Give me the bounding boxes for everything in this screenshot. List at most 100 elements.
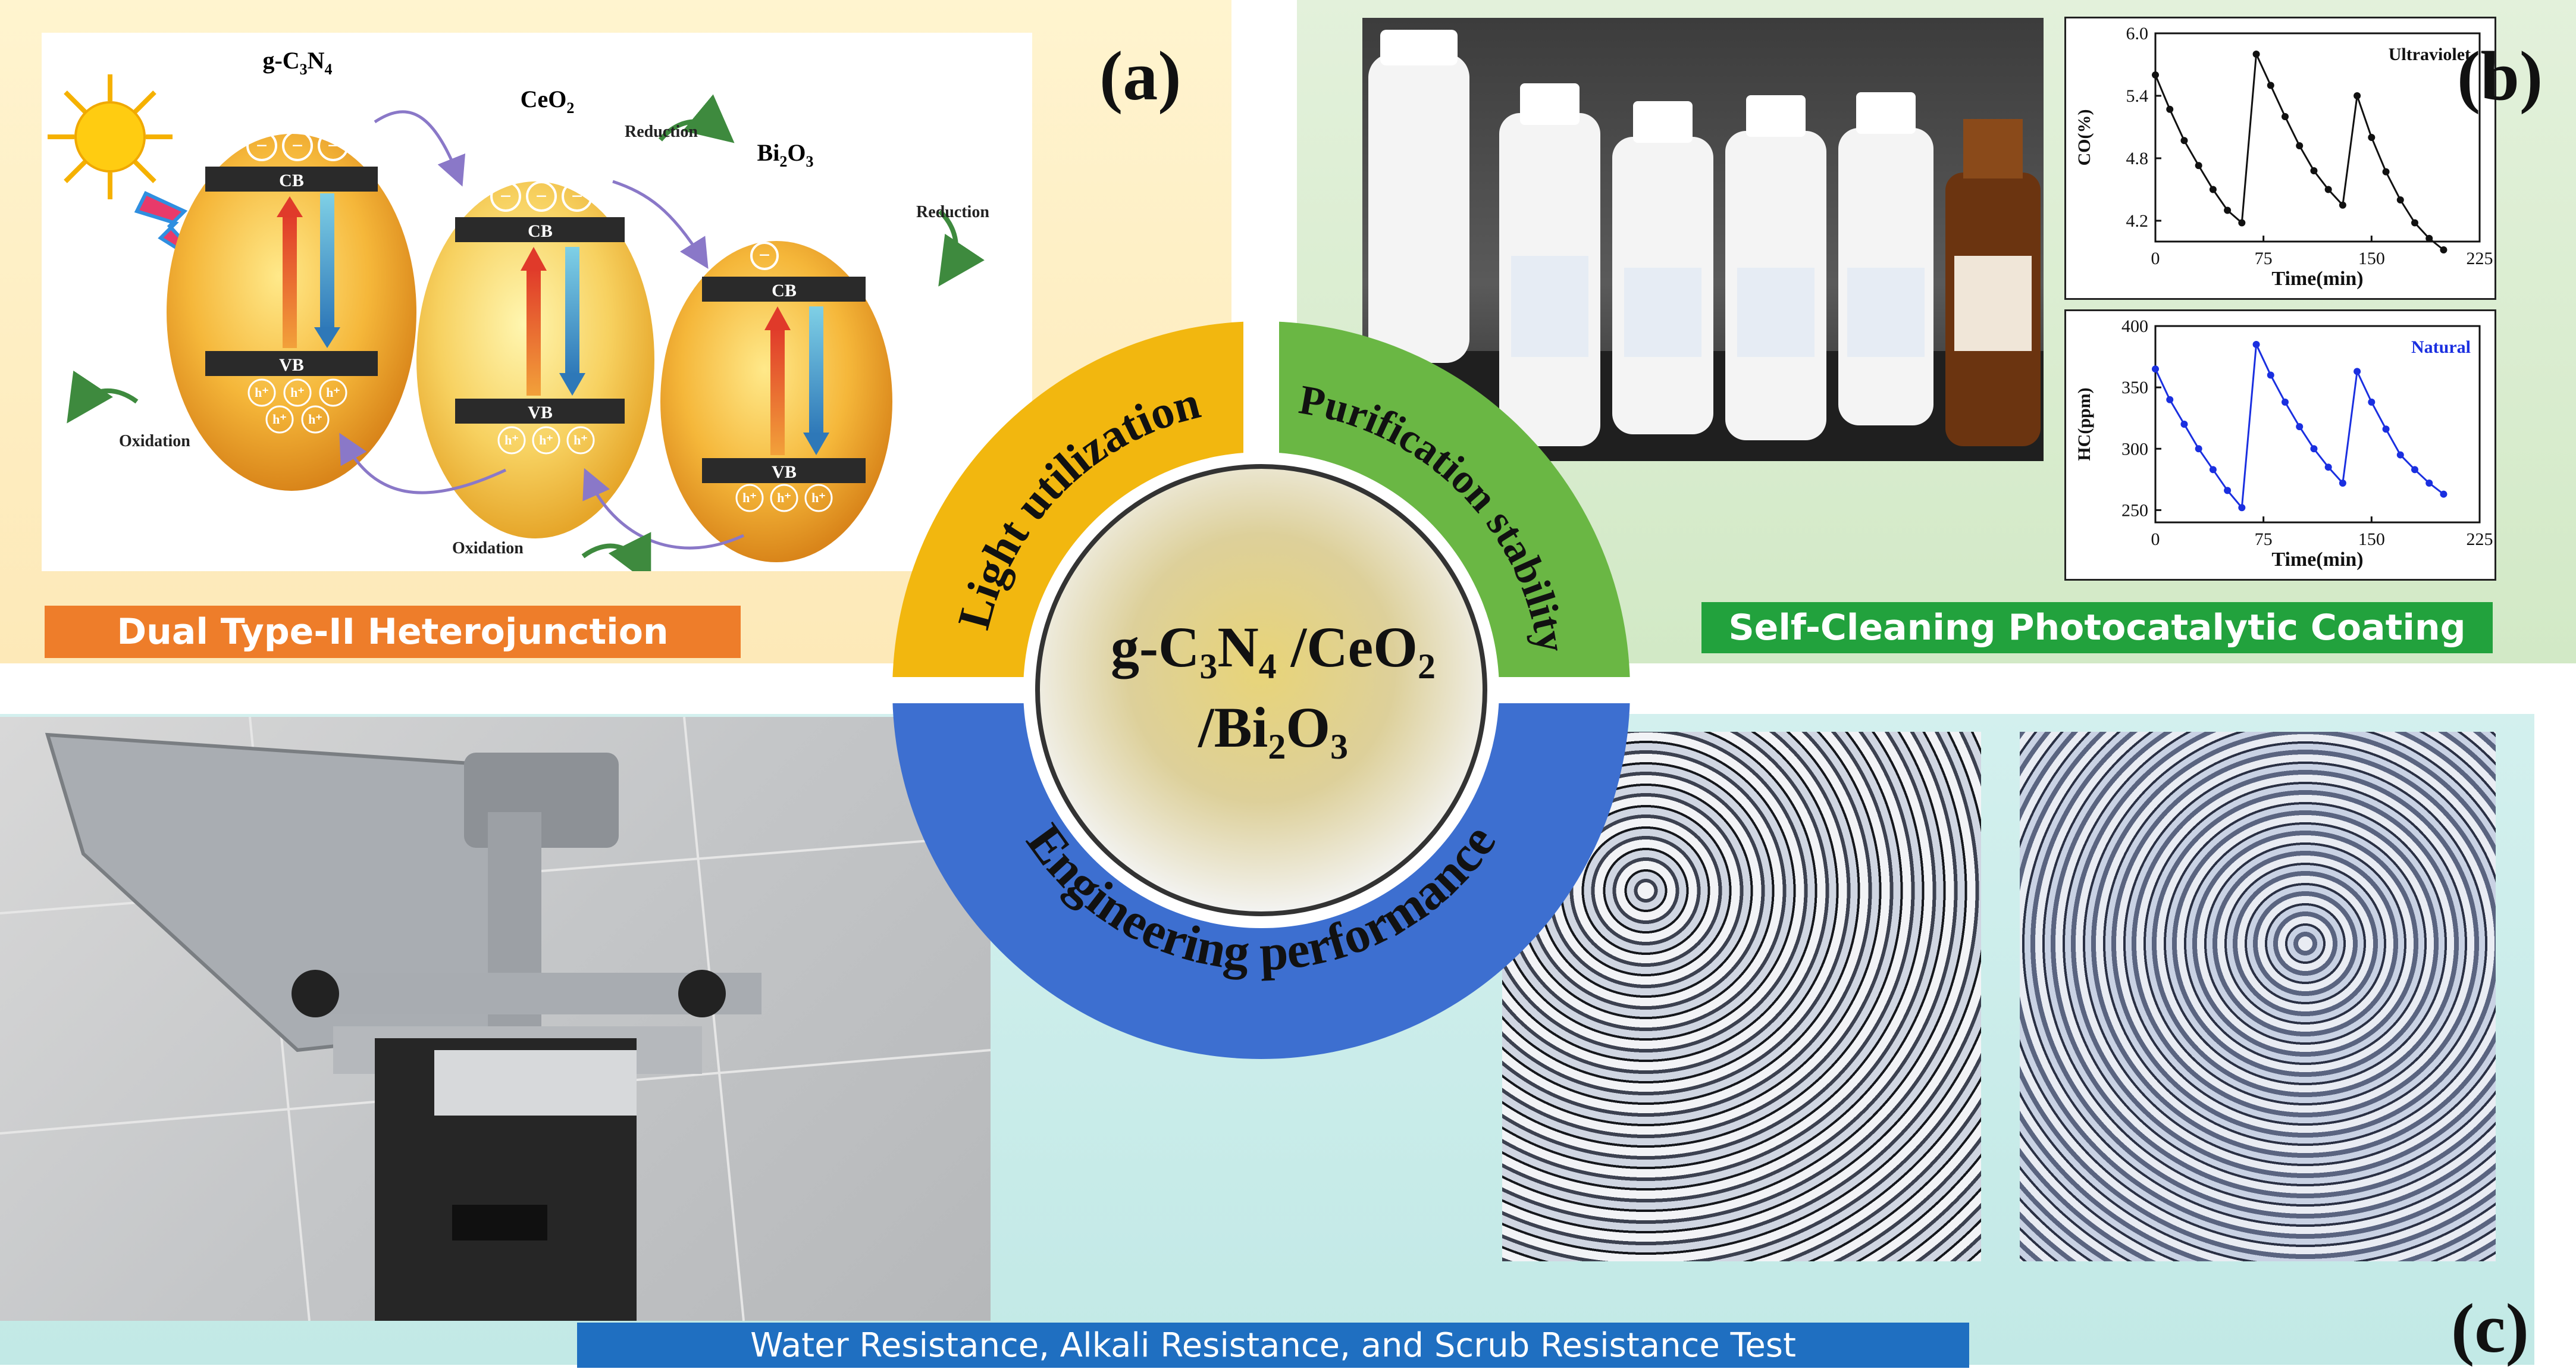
panel-a-caption: Dual Type-II Heterojunction — [45, 606, 741, 658]
cb-label: CB — [772, 281, 797, 300]
x-axis-label: Time(min) — [2271, 268, 2363, 290]
x-tick-label: 0 — [2151, 249, 2160, 268]
svg-text:h⁺: h⁺ — [742, 490, 757, 505]
svg-text:−: − — [256, 135, 267, 157]
panel-a-letter: (a) — [1099, 37, 1182, 115]
y-tick-label: 350 — [2121, 378, 2148, 397]
panel-b-letter: (b) — [2457, 37, 2543, 115]
redox-labels: Reduction Reduction Oxidation Oxidation — [119, 123, 989, 557]
svg-text:−: − — [535, 186, 547, 208]
plot-frame — [2154, 32, 2481, 243]
y-tick-label: 4.8 — [2126, 149, 2149, 168]
panel-b-caption: Self-Cleaning Photocatalytic Coating — [1701, 602, 2493, 653]
svg-text:h⁺: h⁺ — [539, 433, 553, 447]
g-c3n4-title: g-C3N4 — [262, 47, 332, 78]
bi2o3-title: Bi2O3 — [757, 139, 814, 170]
chart-title: Ultraviolet — [2389, 45, 2471, 64]
data-point — [2224, 206, 2232, 214]
x-tick-label: 150 — [2358, 530, 2385, 549]
oxidation-label: Oxidation — [452, 539, 524, 557]
data-point — [2339, 201, 2346, 209]
svg-text:h⁺: h⁺ — [326, 385, 340, 400]
data-point — [2296, 142, 2304, 149]
svg-text:−: − — [292, 135, 303, 157]
ceo2-title: CeO2 — [521, 86, 575, 117]
band-bars — [205, 167, 866, 483]
data-point — [2195, 162, 2202, 170]
vb-label: VB — [528, 403, 553, 422]
y-tick-label: 6.0 — [2126, 24, 2149, 43]
band-diagram-svg: g-C3N4 CeO2 Bi2O3 CB VB CB VB CB VB − — [48, 47, 989, 585]
svg-text:h⁺: h⁺ — [308, 412, 322, 427]
electrons — [246, 130, 779, 270]
reagent-bottles-photo — [1362, 18, 2044, 461]
data-point — [2339, 480, 2346, 487]
data-point — [2166, 396, 2174, 403]
data-point — [2238, 504, 2246, 512]
data-point — [2166, 105, 2174, 113]
band-labels: CB VB CB VB CB VB — [279, 171, 797, 482]
data-point — [2152, 365, 2159, 373]
data-point — [2282, 113, 2289, 120]
x-tick-label: 225 — [2467, 249, 2493, 268]
svg-text:−: − — [759, 245, 770, 267]
svg-text:h⁺: h⁺ — [777, 490, 791, 505]
center-ring: Light utilization Purification stability… — [892, 321, 1630, 1059]
data-point — [2324, 186, 2332, 193]
holes — [247, 378, 833, 512]
data-point — [2180, 421, 2188, 428]
data-point — [2396, 451, 2404, 459]
data-point — [2382, 168, 2390, 176]
svg-text:−: − — [571, 186, 582, 208]
data-point — [2382, 425, 2390, 433]
y-axis-label: CO(%) — [2074, 109, 2094, 166]
band-diagram: g-C3N4 CeO2 Bi2O3 CB VB CB VB CB VB − — [42, 33, 1032, 585]
data-point — [2396, 196, 2404, 203]
y-axis-label: HC(ppm) — [2074, 387, 2094, 460]
x-axis-label: Time(min) — [2271, 549, 2363, 571]
svg-text:h⁺: h⁺ — [504, 433, 519, 447]
data-point — [2324, 463, 2332, 471]
svg-text:h⁺: h⁺ — [290, 385, 305, 400]
data-point — [2180, 137, 2188, 145]
y-tick-label: 250 — [2121, 500, 2148, 520]
bottles-illustration — [1362, 30, 2044, 461]
formula-line-1: g-C3N4 /CeO2 — [1111, 615, 1436, 686]
svg-text:−: − — [500, 186, 511, 208]
plot-frame — [2154, 325, 2481, 524]
series-line — [2154, 51, 2445, 251]
vb-label: VB — [279, 355, 304, 375]
scrub-tester-photo — [0, 717, 991, 1321]
data-point — [2267, 371, 2274, 379]
svg-text:h⁺: h⁺ — [574, 433, 588, 447]
data-point — [2267, 82, 2274, 89]
x-tick-label: 75 — [2255, 530, 2273, 549]
data-point — [2354, 368, 2361, 375]
data-point — [2310, 445, 2318, 453]
excitation-arrows — [277, 193, 829, 455]
panel-c-letter: (c) — [2451, 1289, 2529, 1367]
data-point — [2354, 92, 2361, 99]
x-tick-label: 75 — [2255, 249, 2273, 268]
data-point — [2252, 340, 2260, 348]
oxidation-label: Oxidation — [119, 432, 190, 450]
data-point — [2310, 167, 2318, 174]
panel-c-caption: Water Resistance, Alkali Resistance, and… — [577, 1323, 1969, 1368]
powder-photo — [1040, 469, 1483, 911]
reduction-label: Reduction — [916, 203, 989, 221]
redox-arrows — [67, 94, 985, 585]
data-point — [2152, 71, 2159, 79]
data-point — [2209, 186, 2217, 193]
data-point — [2296, 423, 2304, 431]
svg-text:h⁺: h⁺ — [811, 490, 826, 505]
data-point — [2411, 466, 2418, 474]
cb-label: CB — [279, 171, 304, 190]
x-tick-label: 0 — [2151, 530, 2160, 549]
hole-signs: h⁺ h⁺ h⁺ h⁺ h⁺ h⁺ h⁺ h⁺ h⁺ h⁺ h⁺ — [255, 385, 826, 505]
y-tick-label: 400 — [2121, 317, 2148, 336]
y-tick-label: 4.2 — [2126, 211, 2149, 231]
